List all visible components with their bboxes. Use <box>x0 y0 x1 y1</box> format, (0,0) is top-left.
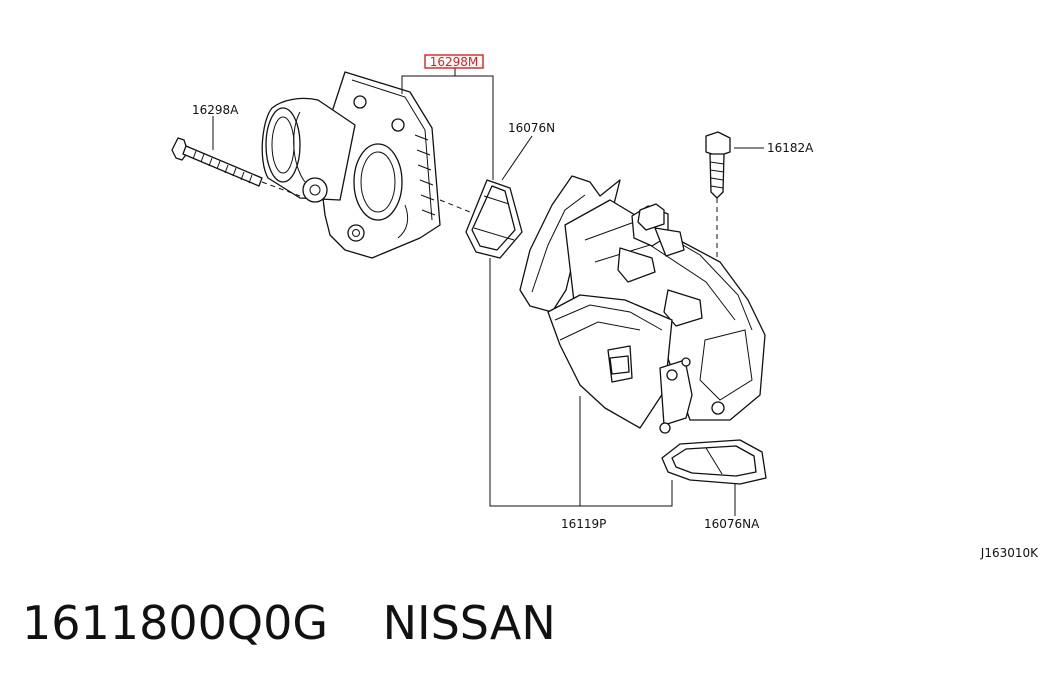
throttle-body-drawing <box>261 71 441 259</box>
assembly-axis-line <box>439 199 471 213</box>
part-number: 1611800Q0G <box>22 596 328 650</box>
gasket-16076NA-drawing <box>661 439 767 485</box>
leader-lines <box>212 68 764 516</box>
diagram-reference-code: J163010K <box>980 546 1039 560</box>
part-footer: 1611800Q0G NISSAN <box>22 596 556 650</box>
callout-16298A: 16298A <box>192 103 239 117</box>
intake-housing-drawing <box>519 175 766 434</box>
brand-name: NISSAN <box>382 596 556 650</box>
callout-16298M: 16298M <box>430 55 479 69</box>
gasket-16076N-drawing <box>465 179 523 259</box>
callout-16119P: 16119P <box>561 517 606 531</box>
callout-16076NA: 16076NA <box>704 517 760 531</box>
highlight-box-16298M <box>424 54 484 69</box>
long-bolt-drawing <box>171 137 263 187</box>
bolt-16182A-drawing <box>705 131 731 199</box>
bolt-axis-line <box>261 181 301 197</box>
callout-16182A: 16182A <box>767 141 814 155</box>
callout-16076N: 16076N <box>508 121 555 135</box>
